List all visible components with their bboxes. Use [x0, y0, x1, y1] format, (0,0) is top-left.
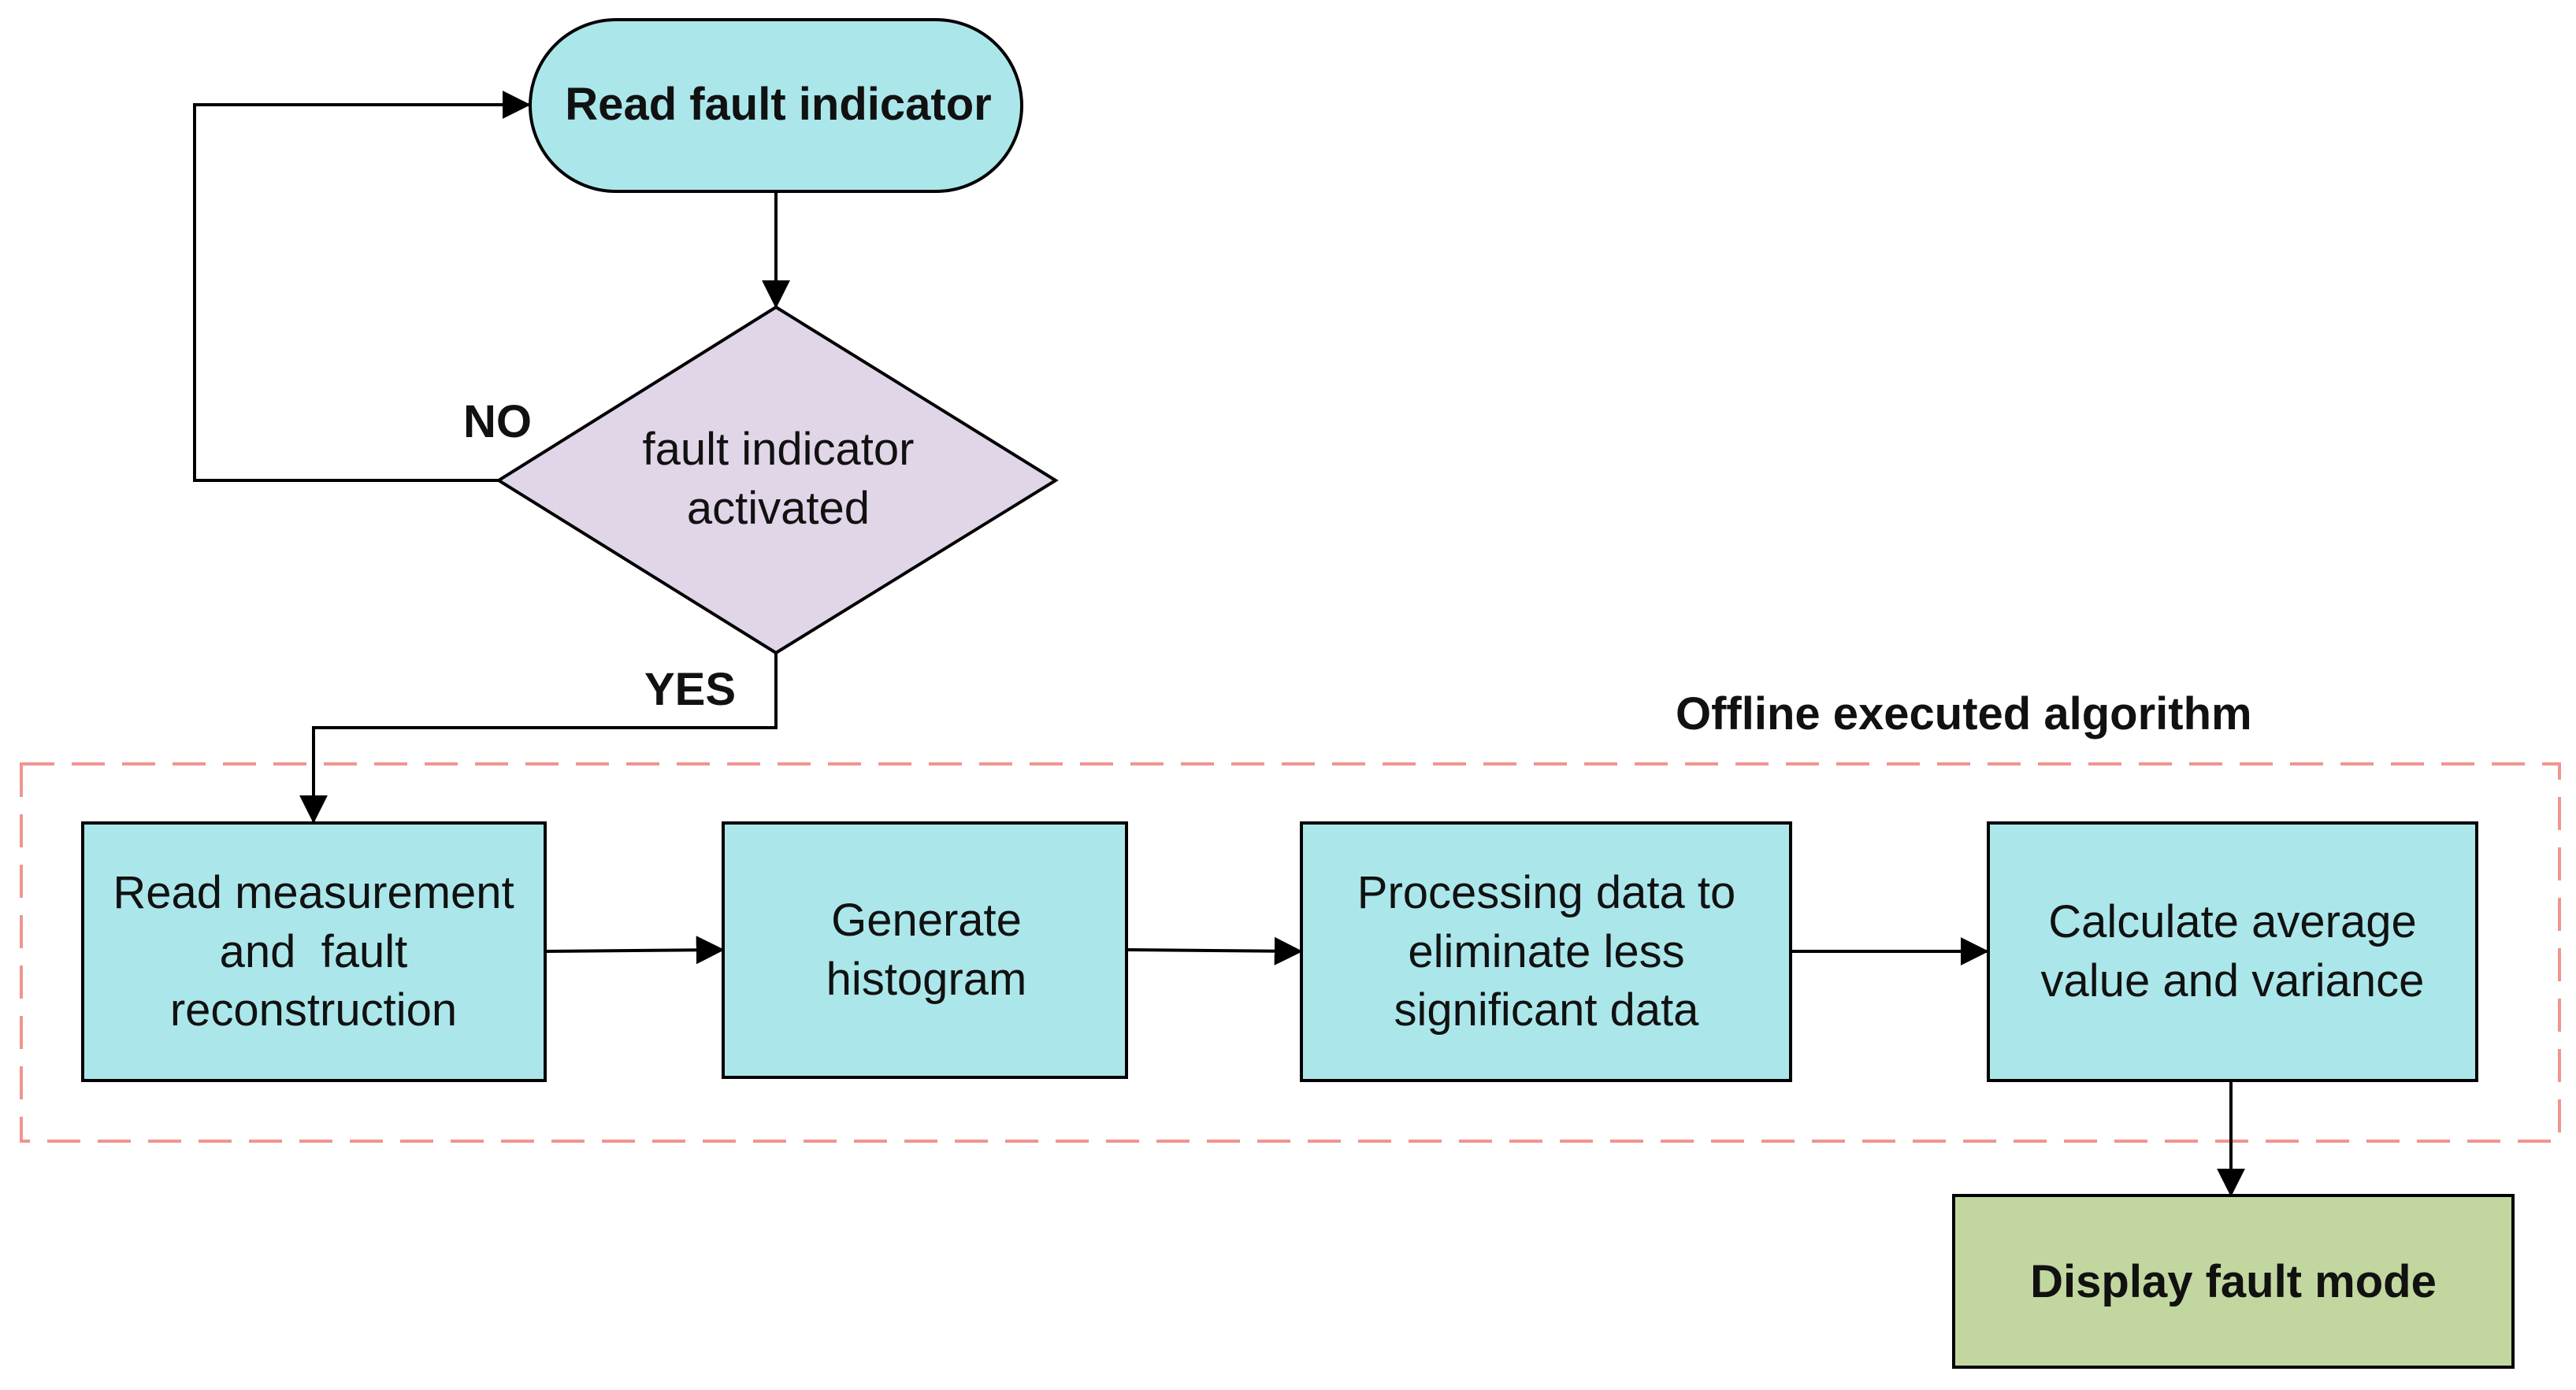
calculate-node: Calculate average value and variance [1987, 821, 2478, 1082]
generate-histogram-node: Generate histogram [722, 821, 1128, 1079]
start-node-label: Read fault indicator [565, 79, 991, 130]
arrow-yes-path [299, 653, 778, 824]
decision-node: fault indicator activated [496, 305, 1059, 655]
offline-group-border [20, 762, 2561, 1143]
offline-group-label: Offline executed algorithm [1676, 688, 2252, 739]
yes-label: YES [644, 664, 736, 715]
arrow-no-loop [193, 91, 531, 482]
calculate-line1: Calculate average [2048, 896, 2417, 947]
no-label: NO [463, 396, 532, 447]
processing-line1: Processing data to [1357, 867, 1735, 918]
start-node: Read fault indicator [529, 18, 1023, 193]
generate-histogram-line1: Generate [831, 895, 1022, 946]
generate-histogram-line2: histogram [826, 954, 1027, 1005]
connectors [193, 91, 2245, 1197]
read-measurement-line2: and fault [220, 926, 408, 977]
decision-label-line2: activated [687, 483, 870, 534]
decision-label-line1: fault indicator [643, 424, 915, 475]
read-measurement-node: Read measurement and fault reconstructio… [81, 821, 547, 1082]
arrow-measure-to-histogram [544, 936, 725, 965]
display-node-label: Display fault mode [2030, 1256, 2437, 1307]
read-measurement-line3: reconstruction [170, 984, 457, 1036]
processing-node: Processing data to eliminate less signif… [1300, 821, 1792, 1082]
arrow-histogram-to-processing [1126, 936, 1303, 966]
read-measurement-line1: Read measurement [113, 867, 514, 918]
processing-line3: significant data [1394, 984, 1700, 1036]
calculate-line2: value and variance [2041, 955, 2425, 1006]
display-node: Display fault mode [1952, 1194, 2515, 1369]
processing-line2: eliminate less [1408, 926, 1684, 977]
